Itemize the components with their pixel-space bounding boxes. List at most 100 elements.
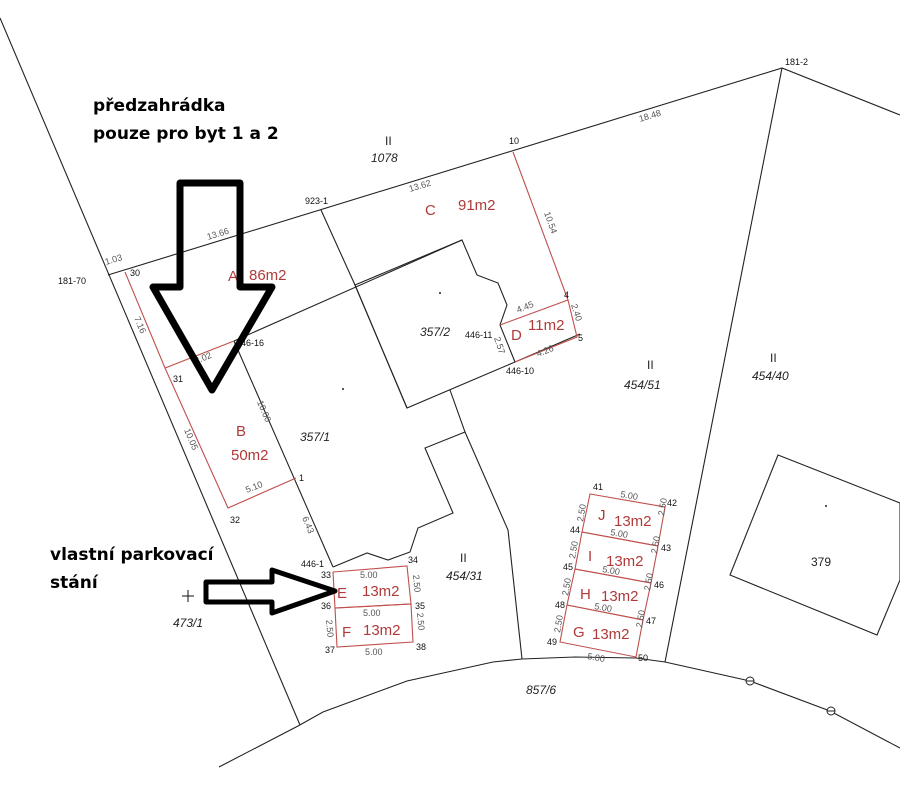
point-label: 181-2 [785, 57, 808, 67]
dimension-label: 2.40 [569, 303, 584, 323]
dimension-label: 5.10 [244, 479, 264, 495]
point-label: 42 [667, 498, 677, 508]
dimension-label: 2.50 [324, 619, 335, 637]
dimension-label: 5.00 [360, 570, 378, 580]
area-d-outline [499, 299, 578, 363]
point-label: 1 [299, 473, 304, 483]
boundary-marker-icon [826, 706, 836, 716]
area-size: 13m2 [601, 588, 639, 605]
point-label: 44 [570, 525, 580, 535]
area-letter: D [511, 327, 522, 344]
boundary-north [107, 67, 900, 276]
centroid-dot [439, 292, 441, 294]
point-label: 34 [408, 555, 418, 565]
dimension-label: 1.03 [104, 252, 124, 267]
boundary-454-31 [449, 389, 523, 660]
dimension-label: 6.43 [300, 515, 316, 535]
parcel-class: II [385, 134, 392, 148]
point-label: 10 [509, 136, 519, 146]
boundary-454-51-454-40 [664, 67, 783, 663]
dimension-label: 5.00 [363, 608, 381, 618]
area-size: 13m2 [363, 622, 401, 639]
annotation-parking: vlastní parkovací [50, 545, 215, 565]
dimension-label: 5.00 [594, 601, 613, 614]
point-label: 36 [321, 601, 331, 611]
area-size: 91m2 [458, 197, 496, 214]
area-letter: J [598, 507, 606, 524]
dimension-label: 10.54 [542, 210, 559, 235]
annotation-front-garden: pouze pro byt 1 a 2 [93, 124, 279, 144]
building-357-2 [354, 239, 516, 409]
point-label: 4 [564, 290, 569, 300]
annotation-parking: stání [50, 573, 99, 593]
dimension-label: 5.00 [365, 647, 383, 657]
point-label: 50 [638, 653, 648, 663]
point-label: 446-1 [301, 559, 324, 569]
annotation-front-garden: předzahrádka [93, 96, 226, 116]
dimension-label: 2.50 [575, 503, 588, 522]
area-letter: F [342, 624, 351, 641]
point-label: 30 [130, 268, 140, 278]
boundary-marker-icon [745, 676, 755, 686]
area-size: 13m2 [592, 626, 630, 643]
parcel-number: 857/6 [526, 683, 556, 697]
dimension-label: 2.50 [642, 572, 655, 591]
parcel-boundaries [0, 17, 900, 768]
area-c-outline [512, 151, 569, 301]
point-label: 31 [173, 374, 183, 384]
dimension-label: 13.62 [408, 178, 432, 194]
dimension-label: 2.50 [656, 497, 669, 516]
point-label: 32 [230, 515, 240, 525]
area-letter: A [228, 268, 238, 285]
point-label: 47 [646, 616, 656, 626]
dimension-label: 5.00 [610, 527, 629, 540]
area-size: 50m2 [231, 447, 269, 464]
area-letter: H [580, 586, 591, 603]
parcel-labels: II 1078 357/2 357/1 II 454/51 II 454/40 … [173, 134, 831, 697]
point-label: 446-11 [465, 330, 492, 340]
parcel-number: 454/40 [752, 369, 789, 383]
parcel-number: 454/31 [446, 569, 483, 583]
dimension-label: 5.00 [587, 651, 606, 664]
area-size: 13m2 [614, 513, 652, 530]
point-label: 5 [578, 333, 583, 343]
point-label: 446-16 [236, 338, 264, 348]
area-size: 13m2 [362, 583, 400, 600]
point-label: 181-70 [58, 276, 86, 286]
point-label: 923-1 [305, 196, 328, 206]
area-labels: A 86m2 B 50m2 C 91m2 D 11m2 E 13m2 F 13m… [228, 197, 652, 643]
dimension-label: 2.50 [634, 609, 647, 628]
arrow-right-icon [203, 567, 338, 616]
point-label: 46 [654, 580, 664, 590]
centroid-dot [825, 505, 827, 507]
building-379 [729, 454, 900, 636]
dimension-label: 2.50 [560, 577, 573, 596]
point-labels: 181-70 30 31 32 1 446-16 923-1 10 4 5 44… [58, 57, 808, 663]
building-357-1 [332, 431, 466, 568]
parcel-number: 379 [811, 555, 831, 569]
arrow-down-icon [149, 179, 276, 394]
area-letter: G [573, 624, 585, 641]
boundary-357-1-west [233, 340, 334, 568]
parcel-number: 357/1 [300, 430, 330, 444]
parking-g-outline [559, 604, 644, 658]
dimension-label: 2.50 [649, 535, 662, 554]
boundary-446-16 [233, 239, 463, 342]
area-b-outline [164, 367, 297, 509]
point-label: 41 [593, 482, 603, 492]
point-label: 43 [661, 543, 671, 553]
dimension-label: 2.50 [552, 614, 565, 633]
dimension-label: 7.16 [132, 315, 148, 335]
parcel-number: 357/2 [420, 325, 450, 339]
parcel-class: II [647, 358, 654, 372]
point-label: 35 [415, 601, 425, 611]
parcel-class: II [770, 351, 777, 365]
dimension-label: 10.05 [182, 427, 200, 452]
road-boundary [218, 656, 900, 768]
area-letter: C [425, 202, 436, 219]
dimension-label: 5.00 [602, 564, 621, 577]
dimension-label: 2.50 [567, 540, 580, 559]
area-letter: B [236, 423, 246, 440]
